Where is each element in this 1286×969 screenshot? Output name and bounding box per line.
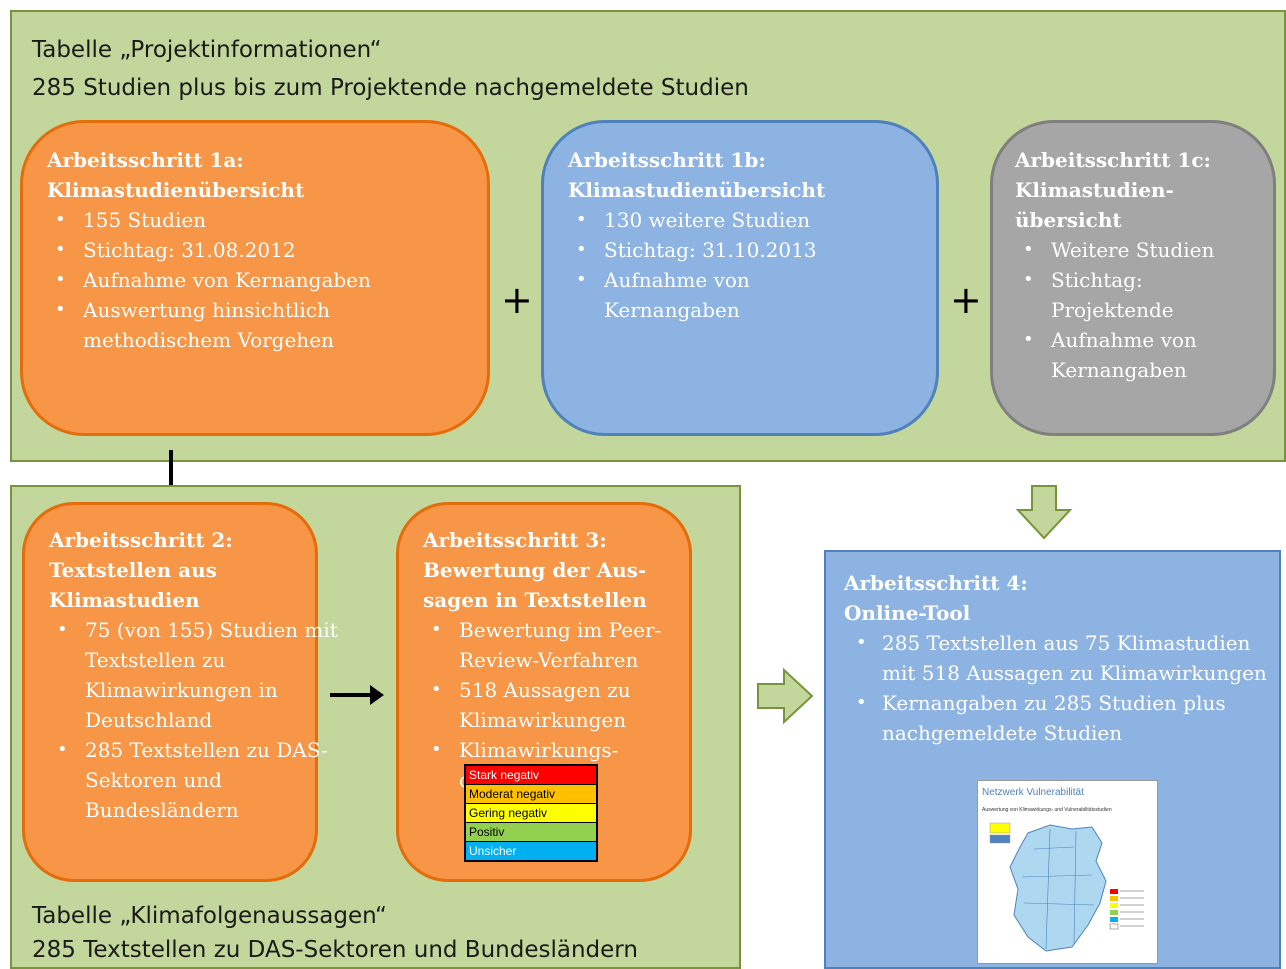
step2-box: Arbeitsschritt 2: Textstellen aus Klimas…	[22, 502, 338, 882]
step1b-box: Arbeitsschritt 1b: Klimastudienübersicht…	[541, 120, 939, 436]
legend-item: Positiv	[466, 823, 596, 842]
step1b-list: •130 weitere Studien •Stichtag: 31.10.20…	[568, 205, 936, 325]
legend-item: Stark negativ	[466, 766, 596, 785]
legend-item: Gering negativ	[466, 804, 596, 823]
top-panel-title-line2: 285 Studien plus bis zum Projektende nac…	[32, 75, 749, 101]
step3-list: •Bewertung im Peer-Review-Verfahren •518…	[423, 615, 689, 795]
arrow-right-icon	[330, 685, 384, 705]
list-item: •130 weitere Studien	[576, 208, 811, 232]
list-item: •Aufnahme von Kernangaben	[1023, 328, 1197, 382]
step3-heading1: Arbeitsschritt 3:	[423, 528, 607, 552]
list-item: •Stichtag: 31.10.2013	[576, 238, 817, 262]
step1c-heading2: Klimastudien-übersicht	[1015, 178, 1174, 232]
plus-sign-2: +	[950, 278, 982, 322]
list-item: •Weitere Studien	[1023, 238, 1215, 262]
top-panel-title-line1: Tabelle „Projektinformationen“	[32, 37, 382, 63]
list-item: •Kernangaben zu 285 Studien plus nachgem…	[856, 691, 1226, 745]
list-item: •518 Aussagen zu Klimawirkungen	[431, 678, 631, 732]
step2-heading2: Textstellen aus Klimastudien	[49, 558, 217, 612]
step1c-box: Arbeitsschritt 1c: Klimastudien-übersich…	[990, 120, 1276, 436]
impact-legend: Stark negativ Moderat negativ Gering neg…	[464, 764, 598, 862]
arrow-down-outline-icon	[1016, 485, 1072, 540]
step4-heading1: Arbeitsschritt 4:	[844, 571, 1028, 595]
step1b-heading1: Arbeitsschritt 1b:	[568, 148, 766, 172]
list-item: •Bewertung im Peer-Review-Verfahren	[431, 618, 662, 672]
list-item: •Aufnahme von Kernangaben	[576, 268, 750, 322]
step3-heading2: Bewertung der Aus-sagen in Textstellen	[423, 558, 647, 612]
thumbnail-subtitle: Auswertung von Klimawirkungs- und Vulner…	[982, 807, 1112, 813]
bottom-panel-title-line1: Tabelle „Klimafolgenaussagen“	[32, 903, 387, 929]
list-item: •Aufnahme von Kernangaben	[55, 268, 371, 292]
step1b-heading2: Klimastudienübersicht	[568, 178, 826, 202]
list-item: •Stichtag: Projektende	[1023, 268, 1174, 322]
plus-sign-1: +	[501, 278, 533, 322]
step2-heading1: Arbeitsschritt 2:	[49, 528, 233, 552]
bottom-panel-title-line2: 285 Textstellen zu DAS-Sektoren und Bund…	[32, 937, 638, 963]
thumbnail-brand: Netzwerk Vulnerabilität	[982, 787, 1084, 798]
step1a-heading2: Klimastudienübersicht	[47, 178, 305, 202]
step1c-heading1: Arbeitsschritt 1c:	[1015, 148, 1211, 172]
list-item: •Auswertung hinsichtlich methodischem Vo…	[55, 298, 334, 352]
step1a-heading1: Arbeitsschritt 1a:	[47, 148, 244, 172]
step1a-list: •155 Studien •Stichtag: 31.08.2012 •Aufn…	[47, 205, 487, 355]
arrow-right-outline-icon	[757, 668, 814, 724]
step1c-list: •Weitere Studien •Stichtag: Projektende …	[1015, 235, 1273, 385]
legend-item: Unsicher	[466, 842, 596, 860]
germany-map-image	[989, 822, 1144, 952]
step4-heading2: Online-Tool	[844, 601, 971, 625]
list-item: •285 Textstellen aus 75 Klimastudien mit…	[856, 631, 1267, 685]
list-item: •Stichtag: 31.08.2012	[55, 238, 296, 262]
list-item: •75 (von 155) Studien mit Textstellen zu…	[57, 618, 338, 732]
step4-list: •285 Textstellen aus 75 Klimastudien mit…	[844, 628, 1279, 748]
list-item: •155 Studien	[55, 208, 207, 232]
list-item: •285 Textstellen zu DAS-Sektoren und Bun…	[57, 738, 328, 822]
step2-list: •75 (von 155) Studien mit Textstellen zu…	[49, 615, 338, 825]
step1a-box: Arbeitsschritt 1a: Klimastudienübersicht…	[20, 120, 490, 436]
online-tool-screenshot: Netzwerk Vulnerabilität Auswertung von K…	[977, 780, 1158, 964]
legend-item: Moderat negativ	[466, 785, 596, 804]
